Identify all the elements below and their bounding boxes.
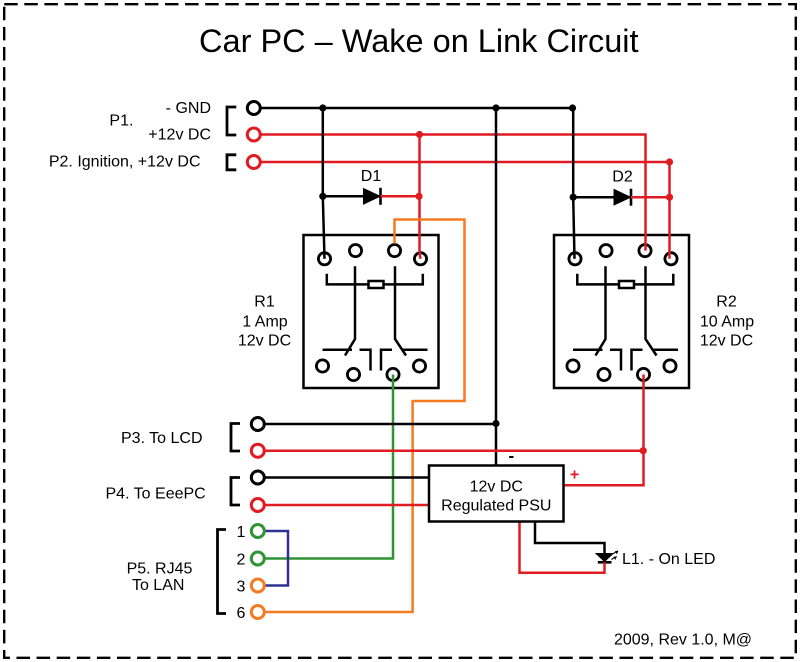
svg-text:Car PC – Wake on Link Circuit: Car PC – Wake on Link Circuit bbox=[199, 23, 639, 59]
svg-text:P3. To LCD: P3. To LCD bbox=[121, 430, 203, 447]
svg-text:D2: D2 bbox=[612, 169, 633, 186]
svg-text:-: - bbox=[508, 446, 514, 465]
svg-text:R2: R2 bbox=[716, 294, 737, 311]
svg-text:12v DC: 12v DC bbox=[700, 333, 753, 350]
svg-text:1 Amp: 1 Amp bbox=[242, 314, 287, 331]
svg-text:P5. RJ45: P5. RJ45 bbox=[127, 561, 193, 578]
svg-text:6: 6 bbox=[237, 605, 246, 622]
svg-text:+12v DC: +12v DC bbox=[148, 127, 211, 144]
svg-text:- GND: - GND bbox=[166, 100, 211, 117]
svg-text:2: 2 bbox=[237, 551, 246, 568]
svg-text:L1. - On LED: L1. - On LED bbox=[622, 551, 715, 568]
svg-text:To LAN: To LAN bbox=[132, 577, 184, 594]
svg-text:+: + bbox=[570, 467, 579, 484]
svg-text:Regulated PSU: Regulated PSU bbox=[441, 497, 551, 514]
svg-text:P2. Ignition, +12v DC: P2. Ignition, +12v DC bbox=[49, 153, 201, 170]
svg-text:12v DC: 12v DC bbox=[470, 479, 523, 496]
svg-text:3: 3 bbox=[237, 578, 246, 595]
svg-text:10 Amp: 10 Amp bbox=[700, 314, 754, 331]
svg-text:D1: D1 bbox=[361, 168, 382, 185]
svg-text:2009, Rev 1.0, M@: 2009, Rev 1.0, M@ bbox=[614, 631, 752, 648]
svg-text:P4. To EeePC: P4. To EeePC bbox=[106, 486, 206, 503]
svg-text:1: 1 bbox=[237, 524, 246, 541]
svg-text:12v DC: 12v DC bbox=[238, 333, 291, 350]
svg-text:R1: R1 bbox=[254, 294, 275, 311]
svg-text:P1.: P1. bbox=[109, 112, 133, 129]
